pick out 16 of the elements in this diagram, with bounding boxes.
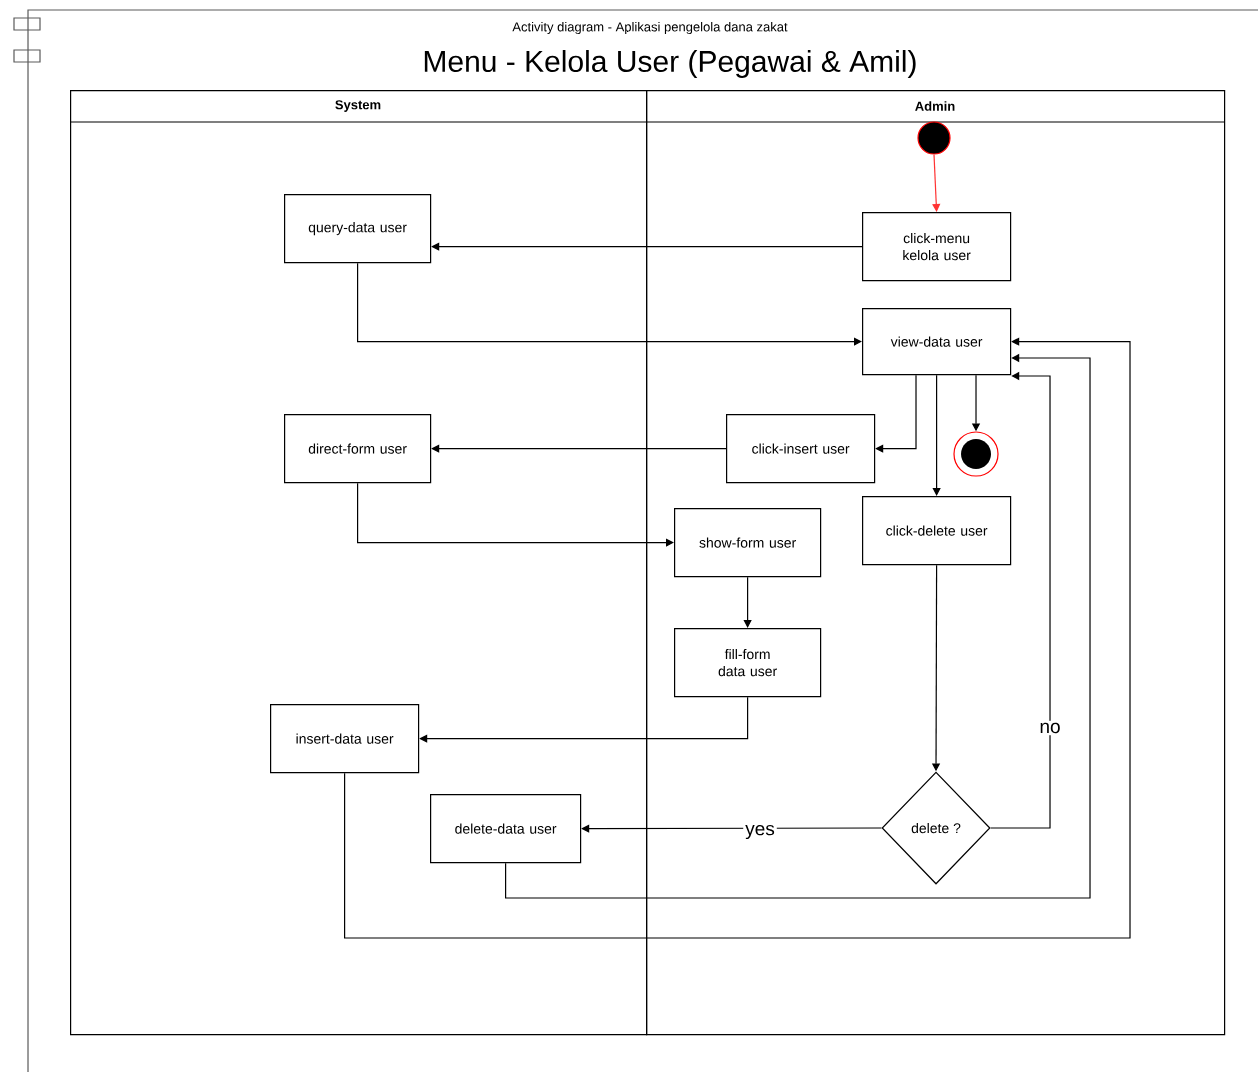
arrow <box>581 824 882 833</box>
edge-label: yes <box>743 822 777 842</box>
arrow <box>875 374 917 453</box>
arrow <box>932 154 941 212</box>
arrow <box>419 696 749 743</box>
end-node <box>953 431 999 477</box>
arrow <box>431 242 863 251</box>
arrow <box>357 482 674 547</box>
title: Menu - Kelola User (Pegawai & Amil) <box>424 50 916 78</box>
arrow <box>344 337 1131 939</box>
start-node <box>917 121 951 155</box>
arrow <box>932 374 941 496</box>
arrow <box>357 262 862 346</box>
arrow <box>431 444 727 453</box>
arrow <box>743 576 752 628</box>
edge-label: no <box>1037 720 1063 736</box>
